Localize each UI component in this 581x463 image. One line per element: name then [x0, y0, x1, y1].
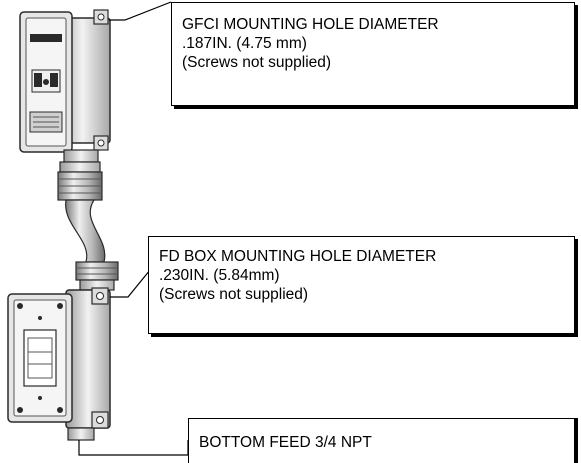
gfci-mounting-tab-bottom [93, 135, 109, 151]
callout-fd-line2: .230IN. (5.84mm) [159, 267, 280, 284]
callout-bottom-feed: BOTTOM FEED 3/4 NPT [188, 418, 575, 463]
leader-bottom [78, 440, 189, 456]
callout-gfci-mounting-hole: GFCI MOUNTING HOLE DIAMETER .187IN. (4.7… [171, 2, 575, 106]
fd-mounting-tab-top [91, 287, 109, 305]
leader-fd [110, 269, 151, 298]
fd-mounting-tab-bottom [91, 411, 109, 429]
lower-connector [75, 261, 119, 291]
flexible-conduit [65, 199, 106, 263]
upper-connector [57, 149, 103, 201]
fd-box [7, 287, 111, 441]
callout-gfci-line2: .187IN. (4.75 mm) [182, 35, 307, 52]
bottom-feed-hub [67, 427, 95, 441]
callout-gfci-line3: (Screws not supplied) [182, 54, 332, 71]
callout-fd-line3: (Screws not supplied) [159, 286, 309, 303]
callout-fd-line1: FD BOX MOUNTING HOLE DIAMETER [159, 248, 437, 265]
callout-bottom-line1: BOTTOM FEED 3/4 NPT [199, 434, 372, 451]
callout-gfci-line1: GFCI MOUNTING HOLE DIAMETER [182, 16, 439, 33]
gfci-enclosure [19, 9, 111, 153]
leader-gfci [109, 1, 172, 21]
gfci-mounting-tab-top [93, 9, 109, 25]
callout-fd-box-mounting-hole: FD BOX MOUNTING HOLE DIAMETER .230IN. (5… [148, 236, 575, 334]
